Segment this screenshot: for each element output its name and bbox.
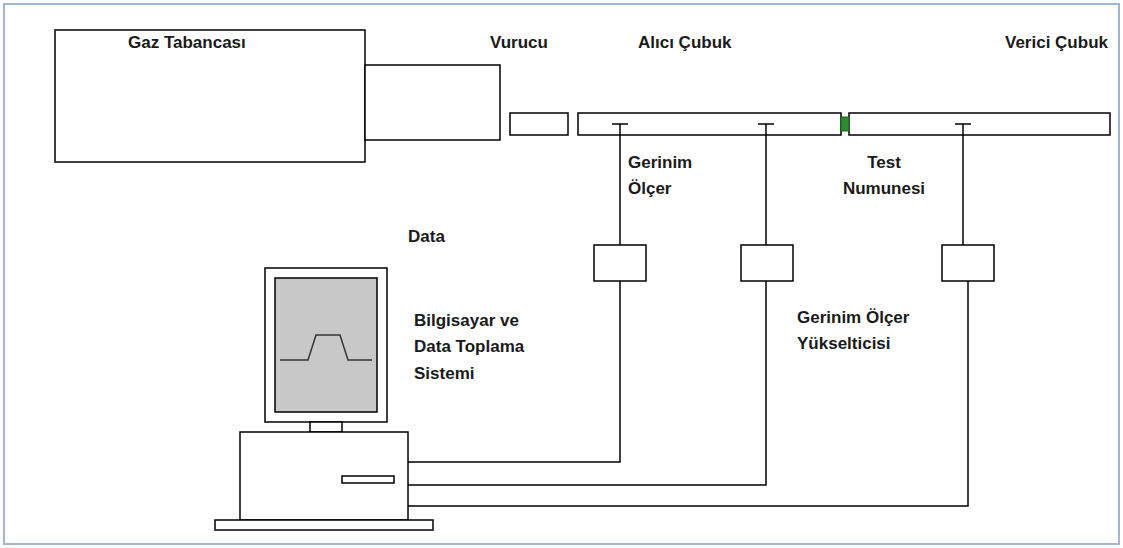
computer-case [240, 432, 408, 520]
monitor-stand [310, 422, 342, 432]
part-label: Vurucu [490, 30, 600, 56]
signal-wire [408, 281, 620, 462]
gauge-lead [962, 124, 964, 245]
part-label: Gaz Tabancası [128, 30, 308, 56]
gas-gun-barrel [365, 65, 500, 140]
monitor-screen [275, 278, 377, 412]
signal-wire [408, 281, 968, 506]
frame [4, 4, 1119, 544]
gauge-lead [765, 124, 767, 245]
part-label: Alıcı Çubuk [638, 30, 798, 56]
test-specimen [841, 117, 849, 131]
signal-label: Data [408, 224, 488, 250]
drive-slot [342, 476, 394, 483]
transmitter-bar [849, 113, 1110, 135]
part-label: Verici Çubuk [1005, 30, 1117, 56]
part-label: Gerinim Ölçer Yükselticisi [797, 305, 929, 358]
gas-gun-body [55, 30, 365, 162]
part-label: Bilgisayar ve Data Toplama Sistemi [414, 308, 546, 387]
amplifier-box [741, 245, 793, 281]
signal-wire [408, 281, 766, 485]
computer-base [215, 520, 433, 530]
screen-signal [280, 335, 372, 360]
part-label: Gerinim Ölçer [628, 150, 704, 203]
striker-bar [510, 113, 568, 135]
amplifier-box [594, 245, 646, 281]
monitor [265, 268, 387, 422]
gauge-lead [619, 124, 621, 245]
amplifier-box [942, 245, 994, 281]
part-label: Test Numunesi [838, 150, 930, 203]
incident-bar [578, 113, 841, 135]
